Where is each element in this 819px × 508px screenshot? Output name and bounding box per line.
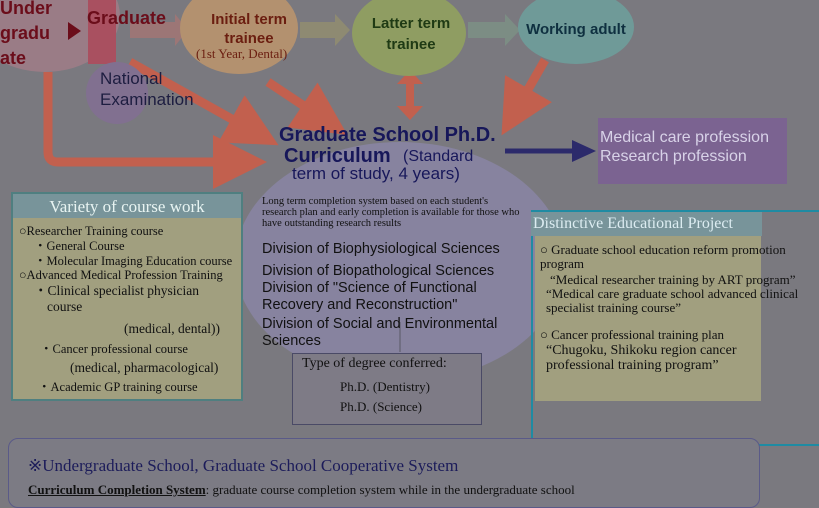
course-work-title: Variety of course work [13, 194, 241, 218]
course-item-clinical-course: course [47, 299, 83, 314]
distinctive-item-1-quote-2: “Medical care graduate school advanced c… [546, 286, 799, 315]
undergrad-label: Under gradu ate [0, 0, 53, 68]
arrow-initial-to-curriculum [265, 78, 348, 135]
course-work-box: Variety of course work [11, 192, 243, 401]
national-exam-circle [86, 62, 148, 124]
curriculum-title-2: Curriculum [284, 145, 391, 167]
graduate-label: Graduate [87, 8, 167, 28]
course-item-advanced: ○Advanced Medical Profession Training [19, 268, 223, 282]
course-item-cancer: ・Cancer professional course [40, 342, 188, 356]
course-item-cancer-note: (medical, pharmacological) [70, 360, 219, 375]
flow-arrows [43, 14, 596, 382]
degree-box [292, 353, 482, 425]
cooperative-text-bold: Curriculum Completion System [28, 482, 206, 497]
division-biophysiological: Division of Biophysiological Sciences [262, 241, 500, 257]
curriculum-ellipse [235, 142, 565, 382]
arrow-graduate-to-curriculum [127, 58, 279, 146]
degree-science: Ph.D. (Science) [340, 399, 422, 414]
graduate-box [88, 0, 116, 64]
arrow-initial-to-latter [300, 14, 350, 46]
division-social-environmental: Division of Social and Environmental Sci… [262, 316, 498, 349]
distinctive-item-1-quote-1: “Medical researcher training by ART prog… [550, 272, 796, 287]
degree-dentistry: Ph.D. (Dentistry) [340, 379, 430, 394]
curriculum-title-1: Graduate School Ph.D. [279, 124, 496, 146]
profession-research: Research profession [600, 148, 747, 165]
working-adult-circle [518, 0, 634, 64]
course-item-clinical: ・Clinical specialist physician [34, 283, 199, 298]
course-item-researcher: ○Researcher Training course [19, 224, 164, 238]
arrow-grad-to-initial [130, 14, 188, 46]
cooperative-text: Curriculum Completion System: graduate c… [28, 482, 575, 498]
arrow-latter-to-working [468, 14, 520, 46]
profession-box: Medical care profession Research profess… [598, 118, 787, 184]
distinctive-title: Distinctive Educational Project [531, 212, 762, 236]
course-item-academic-gp: ・Academic GP training course [38, 380, 198, 394]
arrow-working-to-curriculum [501, 57, 552, 136]
curriculum-standard: (Standard [403, 148, 474, 165]
cooperative-title: ※Undergraduate School, Graduate School C… [28, 456, 459, 475]
working-adult-label: Working adult [526, 21, 626, 38]
division-functional-recovery: Division of "Science of Functional Recov… [262, 280, 477, 313]
distinctive-item-2: ○ Cancer professional training plan [540, 327, 725, 342]
arrow-undergrad-to-curriculum [43, 72, 267, 189]
distinctive-inner [535, 236, 761, 401]
initial-term-label: Initial term trainee [211, 11, 287, 47]
latter-term-circle [352, 0, 466, 76]
degree-title: Type of degree conferred: [302, 356, 447, 371]
division-biopathological: Division of Biopathological Sciences [262, 263, 495, 279]
cooperative-text-rest: : graduate course completion system whil… [205, 482, 575, 497]
course-item-general: ・General Course [34, 239, 125, 253]
profession-medical: Medical care profession [600, 129, 769, 146]
latter-term-label: Latter term trainee [371, 15, 451, 53]
initial-term-sub: (1st Year, Dental) [196, 46, 288, 61]
course-item-molecular: ・Molecular Imaging Education course [34, 254, 233, 268]
course-item-clinical-note: (medical, dental)) [124, 321, 220, 336]
curriculum-term: term of study, 4 years) [292, 164, 460, 183]
national-exam-label: National Examination [100, 69, 194, 109]
initial-term-circle [180, 0, 298, 74]
distinctive-item-1: ○ Graduate school education reform promo… [540, 242, 786, 271]
distinctive-item-2-quote-1: “Chugoku, Shikoku region cancer professi… [546, 343, 737, 373]
play-arrow-icon [68, 22, 81, 40]
curriculum-note: Long term completion system based on eac… [262, 196, 520, 229]
